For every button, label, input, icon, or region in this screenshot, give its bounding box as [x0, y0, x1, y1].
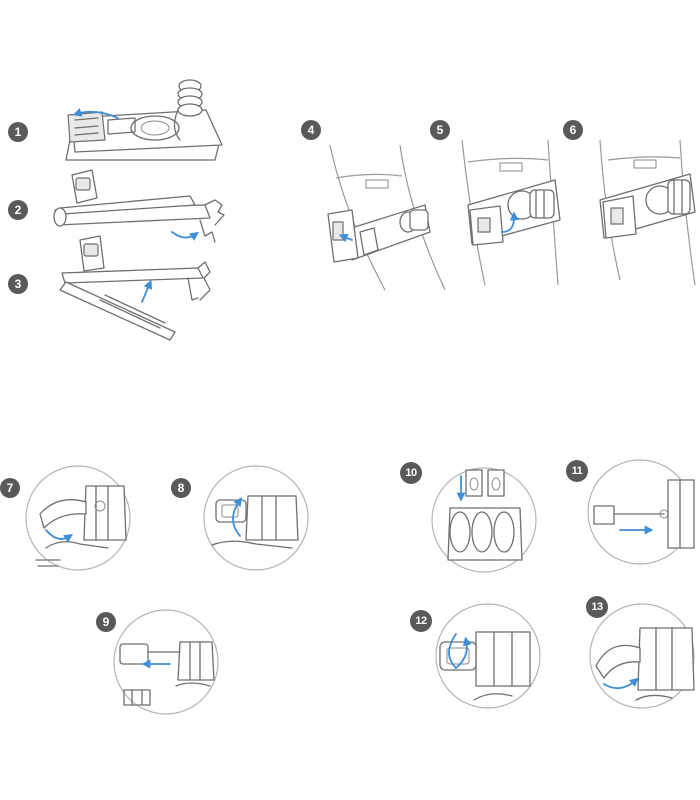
step-badge-4: 4 — [301, 120, 321, 140]
step-number-2: 2 — [14, 203, 22, 217]
step-badge-1: 1 — [8, 122, 28, 142]
step-badge-6: 6 — [563, 120, 583, 140]
step-number-6: 6 — [569, 123, 577, 137]
step-6-illustration — [599, 139, 696, 286]
step-badge-13: 13 — [586, 596, 608, 618]
step-badge-2: 2 — [8, 200, 28, 220]
step-number-7: 7 — [6, 481, 14, 495]
step-8-illustration — [203, 465, 309, 571]
step-number-9: 9 — [102, 615, 110, 629]
step-9-illustration — [113, 609, 219, 715]
step-11-illustration — [587, 459, 695, 565]
step-3-illustration — [59, 235, 211, 341]
step-badge-11: 11 — [566, 460, 588, 482]
step-number-10: 10 — [405, 467, 417, 479]
step-2-illustration — [53, 169, 225, 243]
step-13-illustration — [589, 603, 695, 709]
step-badge-7: 7 — [0, 478, 20, 498]
step-badge-9: 9 — [96, 612, 116, 632]
step-number-12: 12 — [415, 615, 427, 627]
step-4-illustration — [327, 144, 446, 291]
step-badge-3: 3 — [8, 274, 28, 294]
step-badge-5: 5 — [430, 120, 450, 140]
step-number-1: 1 — [14, 125, 22, 139]
step-7-illustration — [25, 465, 131, 571]
step-number-4: 4 — [307, 123, 315, 137]
step-badge-10: 10 — [400, 462, 422, 484]
step-badge-8: 8 — [171, 478, 191, 498]
step-number-3: 3 — [14, 277, 22, 291]
step-number-11: 11 — [571, 465, 583, 477]
step-1-illustration — [65, 79, 223, 161]
step-badge-12: 12 — [410, 610, 432, 632]
step-5-illustration — [461, 139, 561, 286]
step-10-illustration — [431, 467, 537, 573]
step-number-13: 13 — [591, 601, 603, 613]
step-number-8: 8 — [177, 481, 185, 495]
step-12-illustration — [435, 603, 541, 709]
step-number-5: 5 — [436, 123, 444, 137]
